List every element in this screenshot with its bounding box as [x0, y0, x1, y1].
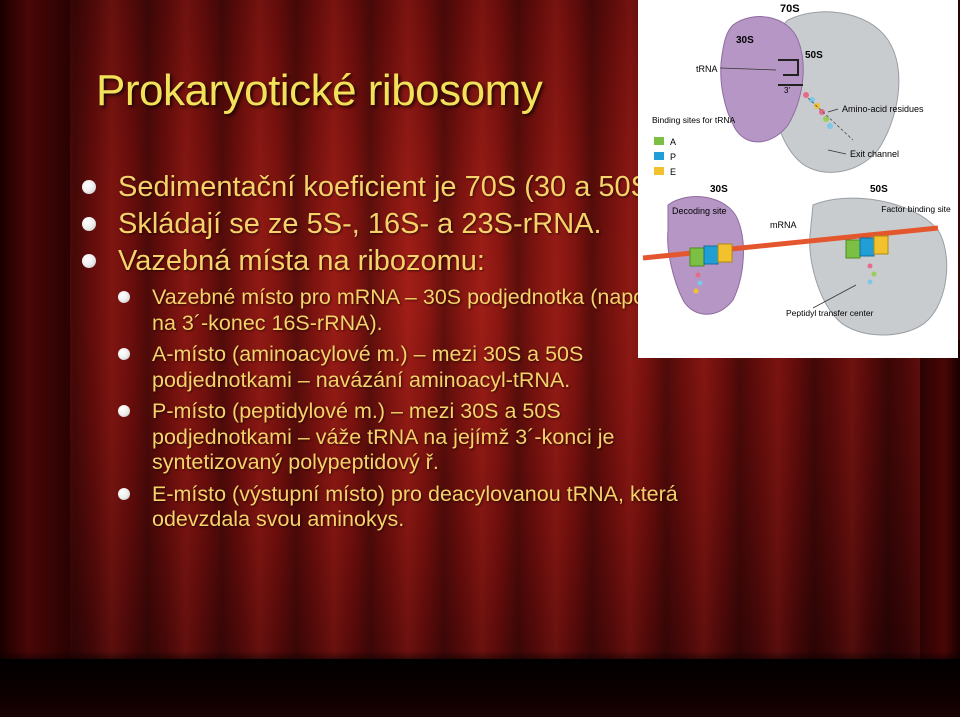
- label-trna: tRNA: [696, 64, 718, 74]
- label-70s: 70S: [780, 3, 800, 15]
- subbullet-item: E-místo (výstupní místo) pro deacylovano…: [118, 482, 680, 533]
- label-30s-top: 30S: [736, 35, 754, 46]
- legend-swatch-p: [654, 152, 664, 160]
- trna-shape: [778, 59, 803, 86]
- subbullet-text: Vazebné místo pro mRNA – 30S podjednotka…: [152, 285, 680, 335]
- label-exit-channel: Exit channel: [850, 149, 899, 159]
- ribosome-diagram: 70S 30S 50S tRNA 3' Amino-acid residues …: [642, 3, 951, 336]
- bullet-dot-icon: [82, 254, 96, 268]
- label-decoding-site: Decoding site: [672, 206, 727, 216]
- exit-leader-line: [827, 149, 847, 155]
- bullet-text: Skládají se ze 5S-, 16S- a 23S-rRNA.: [118, 208, 602, 240]
- bullet-text: Vazebná místa na ribozomu:: [118, 245, 485, 277]
- curtain-left: [0, 0, 70, 717]
- subunit-30s-top: [720, 16, 804, 143]
- label-amino-acid-residues: Amino-acid residues: [842, 104, 924, 114]
- label-50s-top: 50S: [805, 50, 823, 61]
- label-50s-bottom: 50S: [870, 184, 888, 195]
- subbullet-item: Vazebné místo pro mRNA – 30S podjednotka…: [118, 285, 680, 336]
- bullet-item: Vazebná místa na ribozomu:: [80, 244, 680, 279]
- bullet-dot-icon: [118, 348, 130, 360]
- ribosome-figure: 70S 30S 50S tRNA 3' Amino-acid residues …: [638, 0, 958, 358]
- slide-title: Prokaryotické ribosomy: [96, 66, 543, 115]
- bullet-text: Sedimentační koeficient je 70S (30 a 50S…: [118, 171, 668, 203]
- stage-floor: [0, 659, 960, 717]
- subbullet-text: P-místo (peptidylové m.) – mezi 30S a 50…: [152, 399, 615, 474]
- slide-content: Sedimentační koeficient je 70S (30 a 50S…: [80, 170, 680, 533]
- bullet-item: Skládají se ze 5S-, 16S- a 23S-rRNA.: [80, 207, 680, 242]
- label-binding-sites: Binding sites for tRNA: [652, 115, 735, 125]
- subbullet-item: P-místo (peptidylové m.) – mezi 30S a 50…: [118, 399, 680, 476]
- amino-acid-chain: [803, 92, 854, 141]
- legend-label-e: E: [670, 167, 676, 177]
- label-3prime: 3': [784, 86, 790, 95]
- trna-leader-line: [719, 67, 777, 71]
- subbullet-item: A-místo (aminoacylové m.) – mezi 30S a 5…: [118, 342, 680, 393]
- label-mrna: mRNA: [770, 220, 797, 230]
- label-factor-binding-site: Factor binding site: [881, 204, 951, 214]
- legend-swatch-e: [654, 167, 664, 175]
- legend-swatch-a: [654, 137, 664, 145]
- binding-sites-text: Binding sites for tRNA: [652, 115, 735, 125]
- bullet-dot-icon: [82, 180, 96, 194]
- amino-leader-line: [827, 108, 839, 113]
- subbullet-text: E-místo (výstupní místo) pro deacylovano…: [152, 481, 678, 532]
- ptc-leader-line: [812, 284, 857, 309]
- bullet-dot-icon: [82, 217, 96, 231]
- bullet-dot-icon: [118, 487, 130, 500]
- label-30s-bottom: 30S: [710, 184, 728, 195]
- bullet-dot-icon: [118, 405, 130, 417]
- legend-label-p: P: [670, 152, 676, 162]
- legend-label-a: A: [670, 137, 676, 147]
- subbullet-text: A-místo (aminoacylové m.) – mezi 30S a 5…: [152, 342, 584, 392]
- bullet-dot-icon: [118, 291, 130, 303]
- trna-sites-bottom: [689, 235, 889, 267]
- label-peptidyl-transfer-center: Peptidyl transfer center: [786, 308, 874, 318]
- amino-acid-chain-bottom: [693, 263, 877, 294]
- bullet-item: Sedimentační koeficient je 70S (30 a 50S…: [80, 170, 680, 205]
